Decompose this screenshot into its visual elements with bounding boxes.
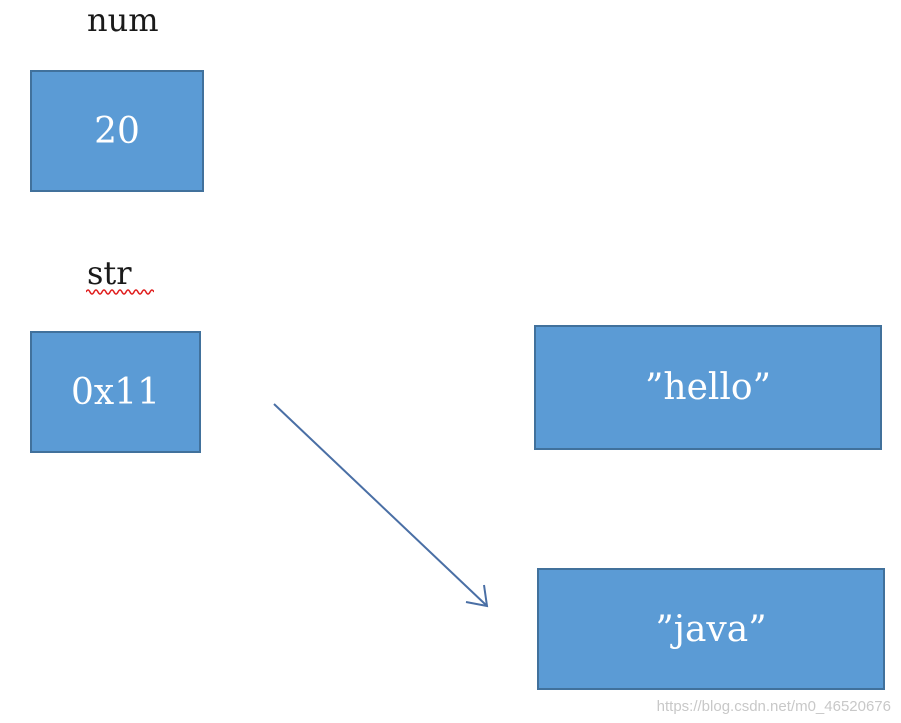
variable-label-num: num (87, 1, 159, 39)
heap-object-java-value: ”java” (655, 608, 767, 650)
variable-label-str: str (87, 254, 132, 292)
heap-object-java: ”java” (537, 568, 885, 690)
variable-value-num: 20 (94, 110, 140, 152)
variable-value-str: 0x11 (70, 371, 160, 413)
variable-box-str: 0x11 (30, 331, 201, 453)
watermark: https://blog.csdn.net/m0_46520676 (656, 698, 891, 715)
heap-object-hello-value: ”hello” (645, 367, 771, 408)
heap-object-hello: ”hello” (534, 325, 882, 450)
spellcheck-underline (86, 289, 154, 295)
variable-box-num: 20 (30, 70, 204, 192)
